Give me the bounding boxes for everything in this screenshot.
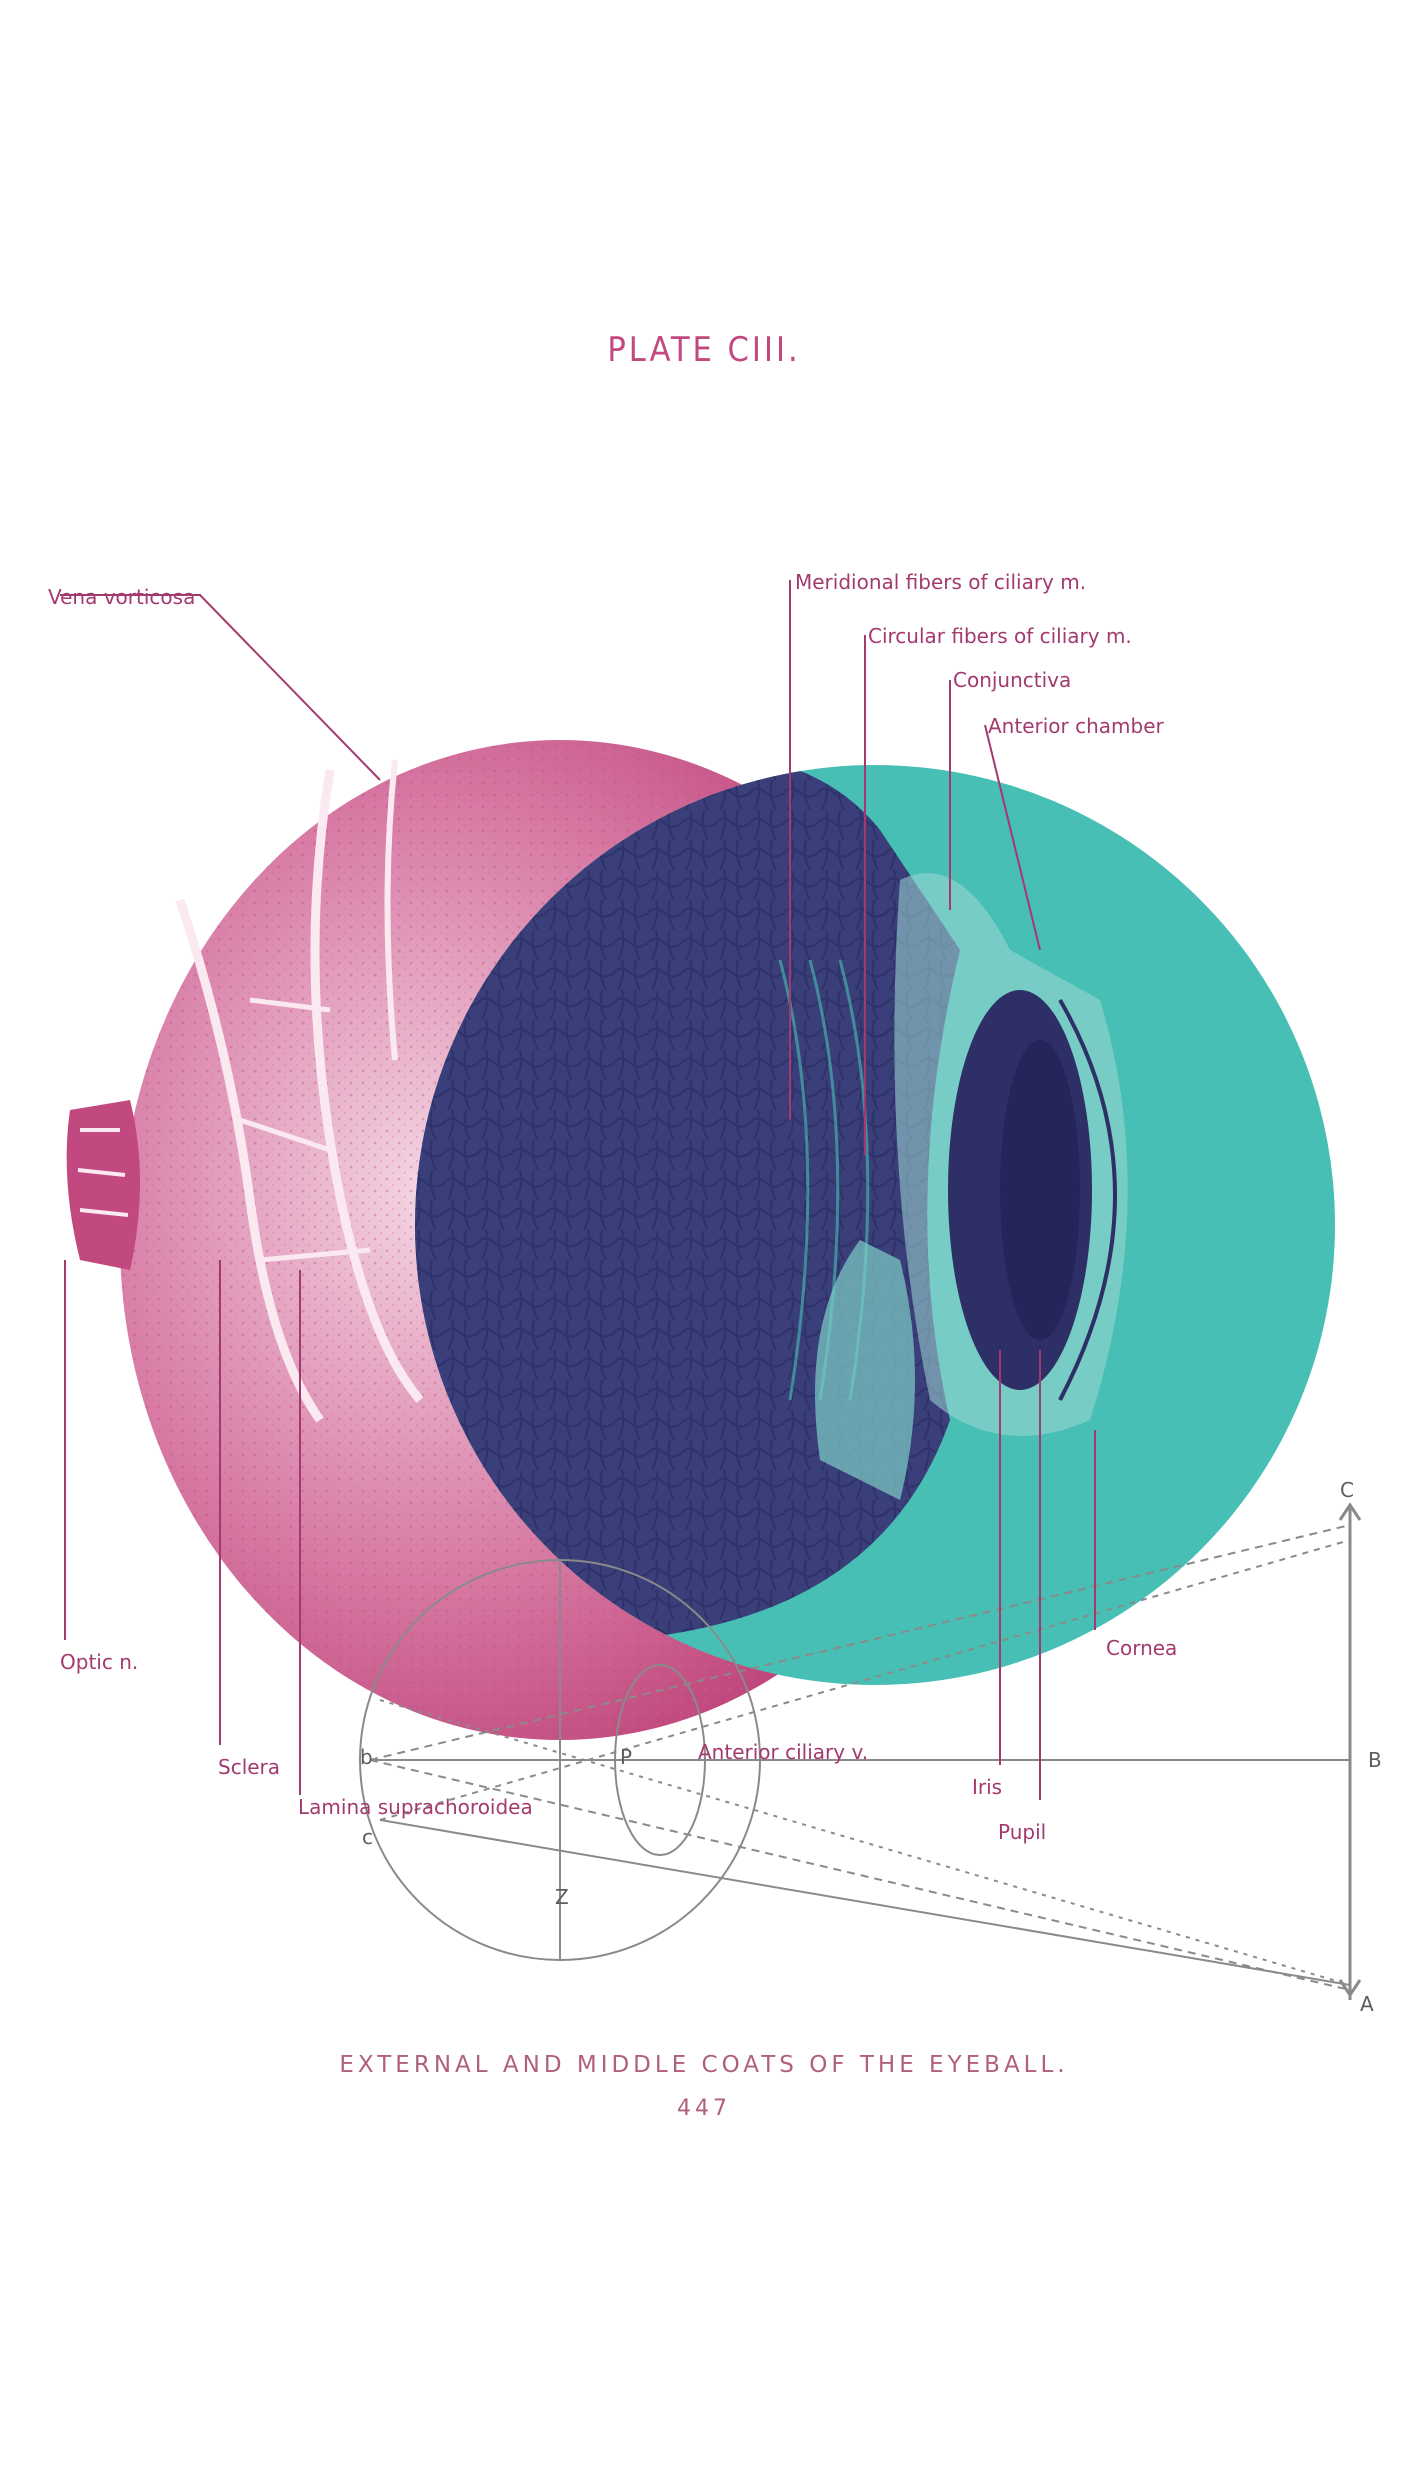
diagram-letter-z: Z xyxy=(555,1885,569,1909)
diagram-letter-c-left: c xyxy=(362,1825,373,1849)
diagram-letter-b: B xyxy=(1368,1748,1382,1772)
cornea-iris xyxy=(815,873,1128,1500)
label-circular-fibers: Circular fibers of ciliary m. xyxy=(868,624,1132,648)
plate-caption: EXTERNAL AND MIDDLE COATS OF THE EYEBALL… xyxy=(339,2052,1069,2078)
choroid xyxy=(415,765,960,1640)
label-conjunctiva: Conjunctiva xyxy=(953,668,1072,692)
label-optic-n: Optic n. xyxy=(60,1650,139,1674)
diagram-letter-p: P xyxy=(620,1745,633,1769)
label-sclera: Sclera xyxy=(218,1755,281,1779)
label-meridional-fibers: Meridional fibers of ciliary m. xyxy=(795,570,1087,594)
diagram-letter-a: A xyxy=(1360,1992,1374,2016)
label-vena-vorticosa: Vena vorticosa xyxy=(48,585,196,609)
page-number: 447 xyxy=(677,2096,731,2121)
label-pupil: Pupil xyxy=(998,1820,1047,1844)
diagram-letter-b-left: b xyxy=(360,1745,373,1769)
leader-lines xyxy=(60,580,1096,1800)
label-lamina-suprachoroidea: Lamina suprachoroidea xyxy=(298,1795,533,1819)
label-anterior-chamber: Anterior chamber xyxy=(988,714,1164,738)
label-cornea: Cornea xyxy=(1106,1636,1178,1660)
plate-title: PLATE CIII. xyxy=(607,330,801,370)
label-anterior-ciliary: Anterior ciliary v. xyxy=(698,1740,869,1764)
diagram-letter-c-top: C xyxy=(1340,1478,1354,1502)
optical-diagram xyxy=(359,1502,1362,2000)
label-iris: Iris xyxy=(972,1775,1003,1799)
